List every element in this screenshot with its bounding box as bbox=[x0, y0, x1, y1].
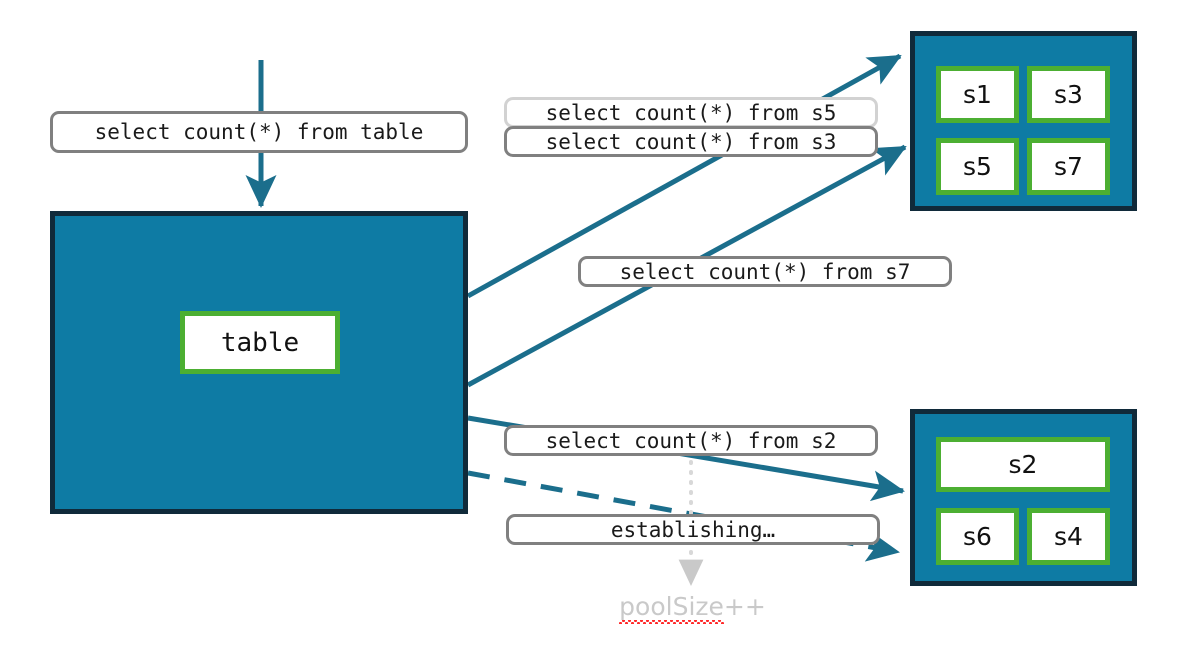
connection-s2[interactable]: s2 bbox=[936, 437, 1110, 492]
query-label-s7[interactable]: select count(*) from s7 bbox=[578, 256, 952, 287]
connection-s1[interactable]: s1 bbox=[936, 66, 1019, 123]
status-label-establishing[interactable]: establishing… bbox=[506, 514, 880, 545]
table-node[interactable]: table bbox=[180, 311, 340, 374]
connection-s5[interactable]: s5 bbox=[936, 138, 1019, 195]
connection-s4[interactable]: s4 bbox=[1027, 508, 1110, 565]
query-label-table[interactable]: select count(*) from table bbox=[50, 111, 468, 153]
connection-s7[interactable]: s7 bbox=[1027, 138, 1110, 195]
query-label-s2[interactable]: select count(*) from s2 bbox=[504, 425, 878, 456]
connection-s6[interactable]: s6 bbox=[936, 508, 1019, 565]
connection-s3[interactable]: s3 bbox=[1027, 66, 1110, 123]
poolsize-annotation: poolSize++ bbox=[590, 592, 795, 624]
poolsize-word: poolSize bbox=[619, 592, 724, 624]
query-label-s3[interactable]: select count(*) from s3 bbox=[504, 126, 878, 157]
query-label-s5[interactable]: select count(*) from s5 bbox=[504, 97, 878, 128]
poolsize-increment: ++ bbox=[723, 592, 766, 621]
